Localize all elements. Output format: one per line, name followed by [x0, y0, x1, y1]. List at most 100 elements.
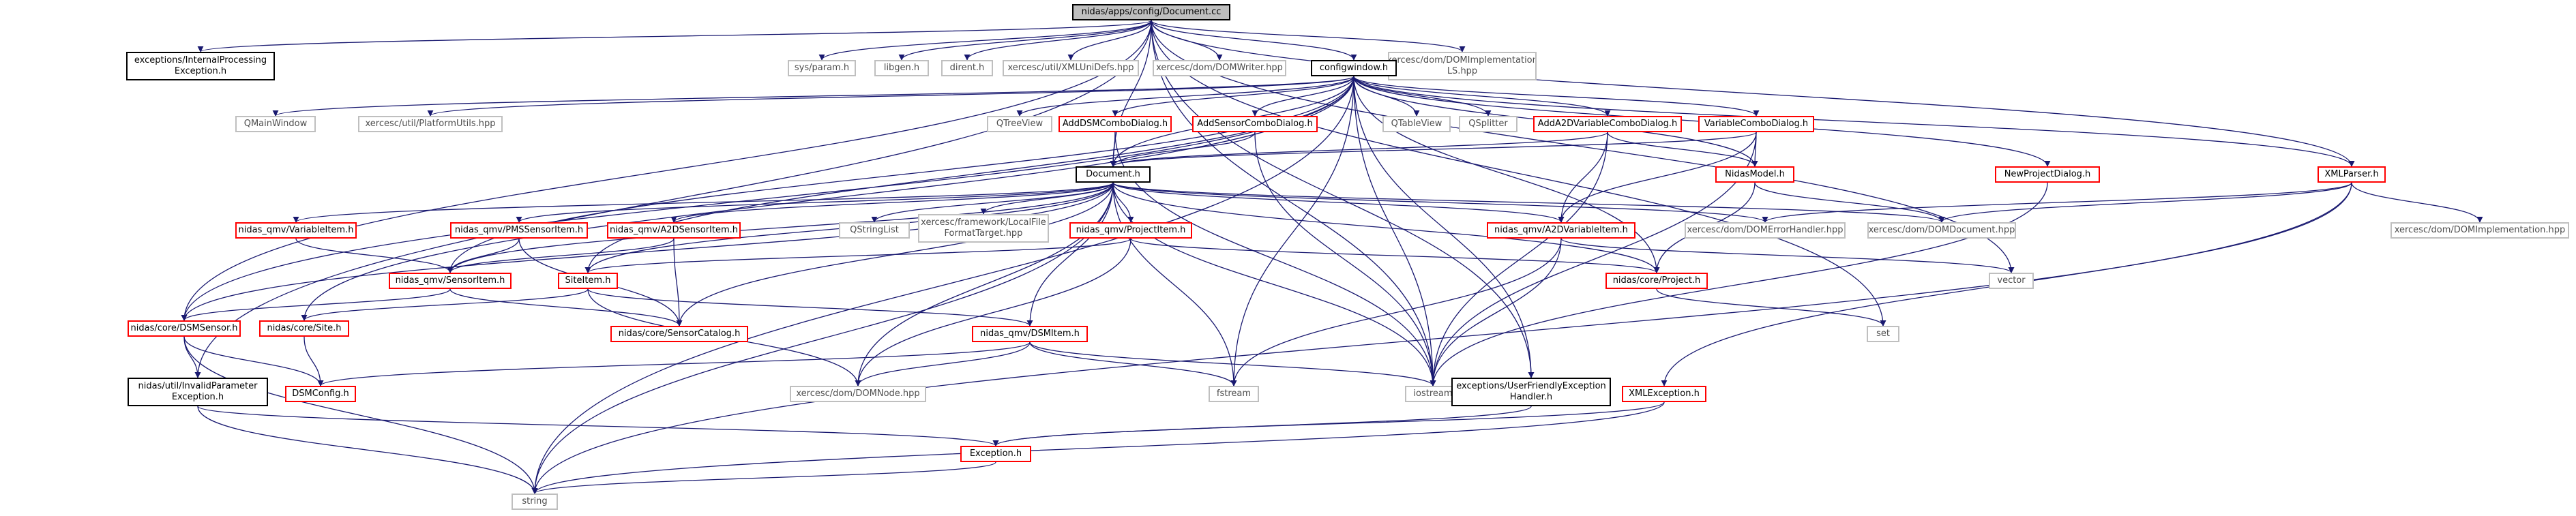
node-variable-combo-dialog[interactable]: VariableComboDialog.h [1698, 116, 1814, 132]
edge-main-to-dirent [964, 20, 1152, 61]
node-nidas-model[interactable]: NidasModel.h [1715, 166, 1794, 183]
edge-dsmitem-to-iostream [1029, 342, 1436, 386]
node-dirent[interactable]: dirent.h [941, 60, 993, 76]
edge-configwindow-to-addsensorcombo [1252, 76, 1354, 117]
node-document-h[interactable]: Document.h [1076, 166, 1151, 183]
node-sys-param[interactable]: sys/param.h [788, 60, 856, 76]
edge-main-to-domimpl_ls [1151, 20, 1466, 52]
node-user-friendly-exception-handler[interactable]: exceptions/UserFriendlyException Handler… [1451, 378, 1611, 406]
node-qtableview[interactable]: QTableView [1382, 116, 1451, 132]
node-string[interactable]: string [512, 494, 558, 510]
node-a2d-variable-item[interactable]: nidas_qmv/A2DVariableItem.h [1487, 222, 1635, 239]
node-dsm-sensor[interactable]: nidas/core/DSMSensor.h [128, 320, 241, 337]
edge-addsensorcombo-to-document [1110, 132, 1256, 167]
edge-document-to-domdocument [1112, 182, 1945, 223]
edge-document-to-fstream [1112, 182, 1237, 386]
node-vector[interactable]: vector [1989, 273, 2034, 289]
edge-configwindow-to-variablecombo [1353, 76, 1760, 117]
node-pms-sensor-item[interactable]: nidas_qmv/PMSSensorItem.h [450, 222, 588, 239]
node-internal-processing-exception[interactable]: exceptions/InternalProcessing Exception.… [126, 52, 275, 80]
edge-a2dsensoritem-to-sensoritem [447, 238, 675, 273]
edge-xmlexception-to-string [531, 401, 1665, 494]
node-new-project-dialog[interactable]: NewProjectDialog.h [1995, 166, 2100, 183]
edge-xmlparser-to-domerrorhandler [1762, 182, 2352, 223]
node-dom-implementation[interactable]: xercesc/dom/DOMImplementation.hpp [2390, 222, 2569, 239]
edge-adda2dvar-to-a2dvariableitem [1558, 132, 1608, 223]
edge-sensoritem-to-dsmsensor [181, 288, 451, 321]
edge-dsmsensor-to-dsmconfig [183, 336, 324, 386]
edge-nidasmodel-to-domdocument [1754, 182, 1945, 223]
edge-document-to-variableitem [293, 182, 1114, 223]
edge-a2dsensoritem-to-sensorcatalog [673, 238, 683, 327]
node-nidas-core-project[interactable]: nidas/core/Project.h [1605, 273, 1708, 289]
node-sensor-item[interactable]: nidas_qmv/SensorItem.h [389, 273, 512, 289]
edge-configwindow-to-adddsmcombo [1112, 76, 1354, 117]
node-sensor-catalog[interactable]: nidas/core/SensorCatalog.h [610, 326, 748, 342]
edge-dsmitem-to-fstream [1029, 342, 1237, 386]
node-qtreeview[interactable]: QTreeView [987, 116, 1052, 132]
node-fstream[interactable]: fstream [1209, 386, 1259, 402]
node-nidas-core-site[interactable]: nidas/core/Site.h [259, 320, 349, 337]
node-xml-parser[interactable]: XMLParser.h [2318, 166, 2386, 183]
node-dsm-config[interactable]: DSMConfig.h [285, 386, 356, 402]
node-qstringlist[interactable]: QStringList [839, 222, 910, 239]
node-libgen[interactable]: libgen.h [874, 60, 929, 76]
edge-variableitem-to-sensoritem [295, 238, 454, 273]
edge-document-to-dsmsensor [181, 182, 1114, 321]
node-configwindow[interactable]: configwindow.h [1311, 60, 1397, 76]
node-dom-document[interactable]: xercesc/dom/DOMDocument.hpp [1867, 222, 2016, 239]
node-add-sensor-combo-dialog[interactable]: AddSensorComboDialog.h [1192, 116, 1318, 132]
node-xmlunidefs[interactable]: xercesc/util/XMLUniDefs.hpp [1003, 60, 1139, 76]
node-add-a2d-variable-combo-dialog[interactable]: AddA2DVariableComboDialog.h [1533, 116, 1682, 132]
edge-project-to-set [1656, 288, 1886, 327]
node-xml-exception[interactable]: XMLException.h [1622, 386, 1706, 402]
node-domwriter[interactable]: xercesc/dom/DOMWriter.hpp [1153, 60, 1286, 76]
edge-main-to-internal_processing_exc [197, 20, 1152, 52]
node-variable-item[interactable]: nidas_qmv/VariableItem.h [235, 222, 357, 239]
edge-main-to-xmlparser [1151, 20, 2355, 167]
edge-main-to-xmlunidefs [1067, 20, 1152, 61]
node-add-dsm-combo-dialog[interactable]: AddDSMComboDialog.h [1058, 116, 1172, 132]
edge-dsmsensor-to-string [183, 336, 538, 494]
edge-adda2dvar-to-nidasmodel [1607, 132, 1758, 167]
edge-document-to-project [1112, 182, 1660, 273]
edge-configwindow-to-project [1353, 76, 1660, 273]
edge-configwindow-to-qtreeview [1016, 76, 1354, 117]
edge-document-to-a2dsensoritem [670, 182, 1114, 223]
node-site-item[interactable]: SiteItem.h [558, 273, 618, 289]
edge-document-to-domerrorhandler [1112, 182, 1768, 223]
node-domimplementation-ls[interactable]: xercesc/dom/DOMImplementation LS.hpp [1388, 52, 1537, 80]
node-qsplitter[interactable]: QSplitter [1459, 116, 1518, 132]
edge-document-to-iostream [1112, 182, 1436, 386]
edge-dsmsensor-to-invalidparam [183, 336, 201, 378]
edge-main-to-libgen [898, 20, 1152, 61]
edge-invalidparam-to-exception [197, 406, 999, 446]
edge-sensoritem-to-sensorcatalog [449, 288, 683, 327]
node-dom-error-handler[interactable]: xercesc/dom/DOMErrorHandler.hpp [1685, 222, 1846, 239]
edge-variablecombo-to-a2dvariableitem [1558, 132, 1757, 223]
node-a2d-sensor-item[interactable]: nidas_qmv/A2DSensorItem.h [607, 222, 741, 239]
node-document-cc[interactable]: nidas/apps/config/Document.cc [1072, 4, 1230, 20]
node-invalid-parameter-exception[interactable]: nidas/util/InvalidParameter Exception.h [128, 378, 268, 406]
edge-configwindow-to-qmainwindow [272, 76, 1354, 117]
edge-configwindow-to-sensoritem [447, 76, 1354, 273]
edge-main-to-dsmsensor [181, 20, 1152, 321]
edge-configwindow-to-xmlparser [1353, 76, 2355, 167]
edge-document-to-domnode [855, 182, 1114, 386]
node-platformutils[interactable]: xercesc/util/PlatformUtils.hpp [358, 116, 503, 132]
edge-main-to-sys_param [818, 20, 1152, 61]
edge-exception-to-string [531, 461, 996, 494]
node-dsm-item[interactable]: nidas_qmv/DSMItem.h [972, 326, 1088, 342]
node-local-file-format-target[interactable]: xercesc/framework/LocalFile FormatTarget… [918, 214, 1049, 243]
edge-dsmitem-to-dsmconfig [317, 342, 1031, 386]
edge-configwindow-to-siteitem [584, 76, 1354, 273]
node-set[interactable]: set [1867, 326, 1899, 342]
edge-main-to-document [1110, 20, 1152, 167]
node-exception[interactable]: Exception.h [960, 446, 1031, 462]
edge-addsensorcombo-to-iostream [1254, 132, 1436, 386]
node-project-item[interactable]: nidas_qmv/ProjectItem.h [1069, 222, 1192, 239]
edge-adda2dvar-to-document [1110, 132, 1608, 167]
node-dom-node[interactable]: xercesc/dom/DOMNode.hpp [790, 386, 926, 402]
node-qmainwindow[interactable]: QMainWindow [235, 116, 316, 132]
